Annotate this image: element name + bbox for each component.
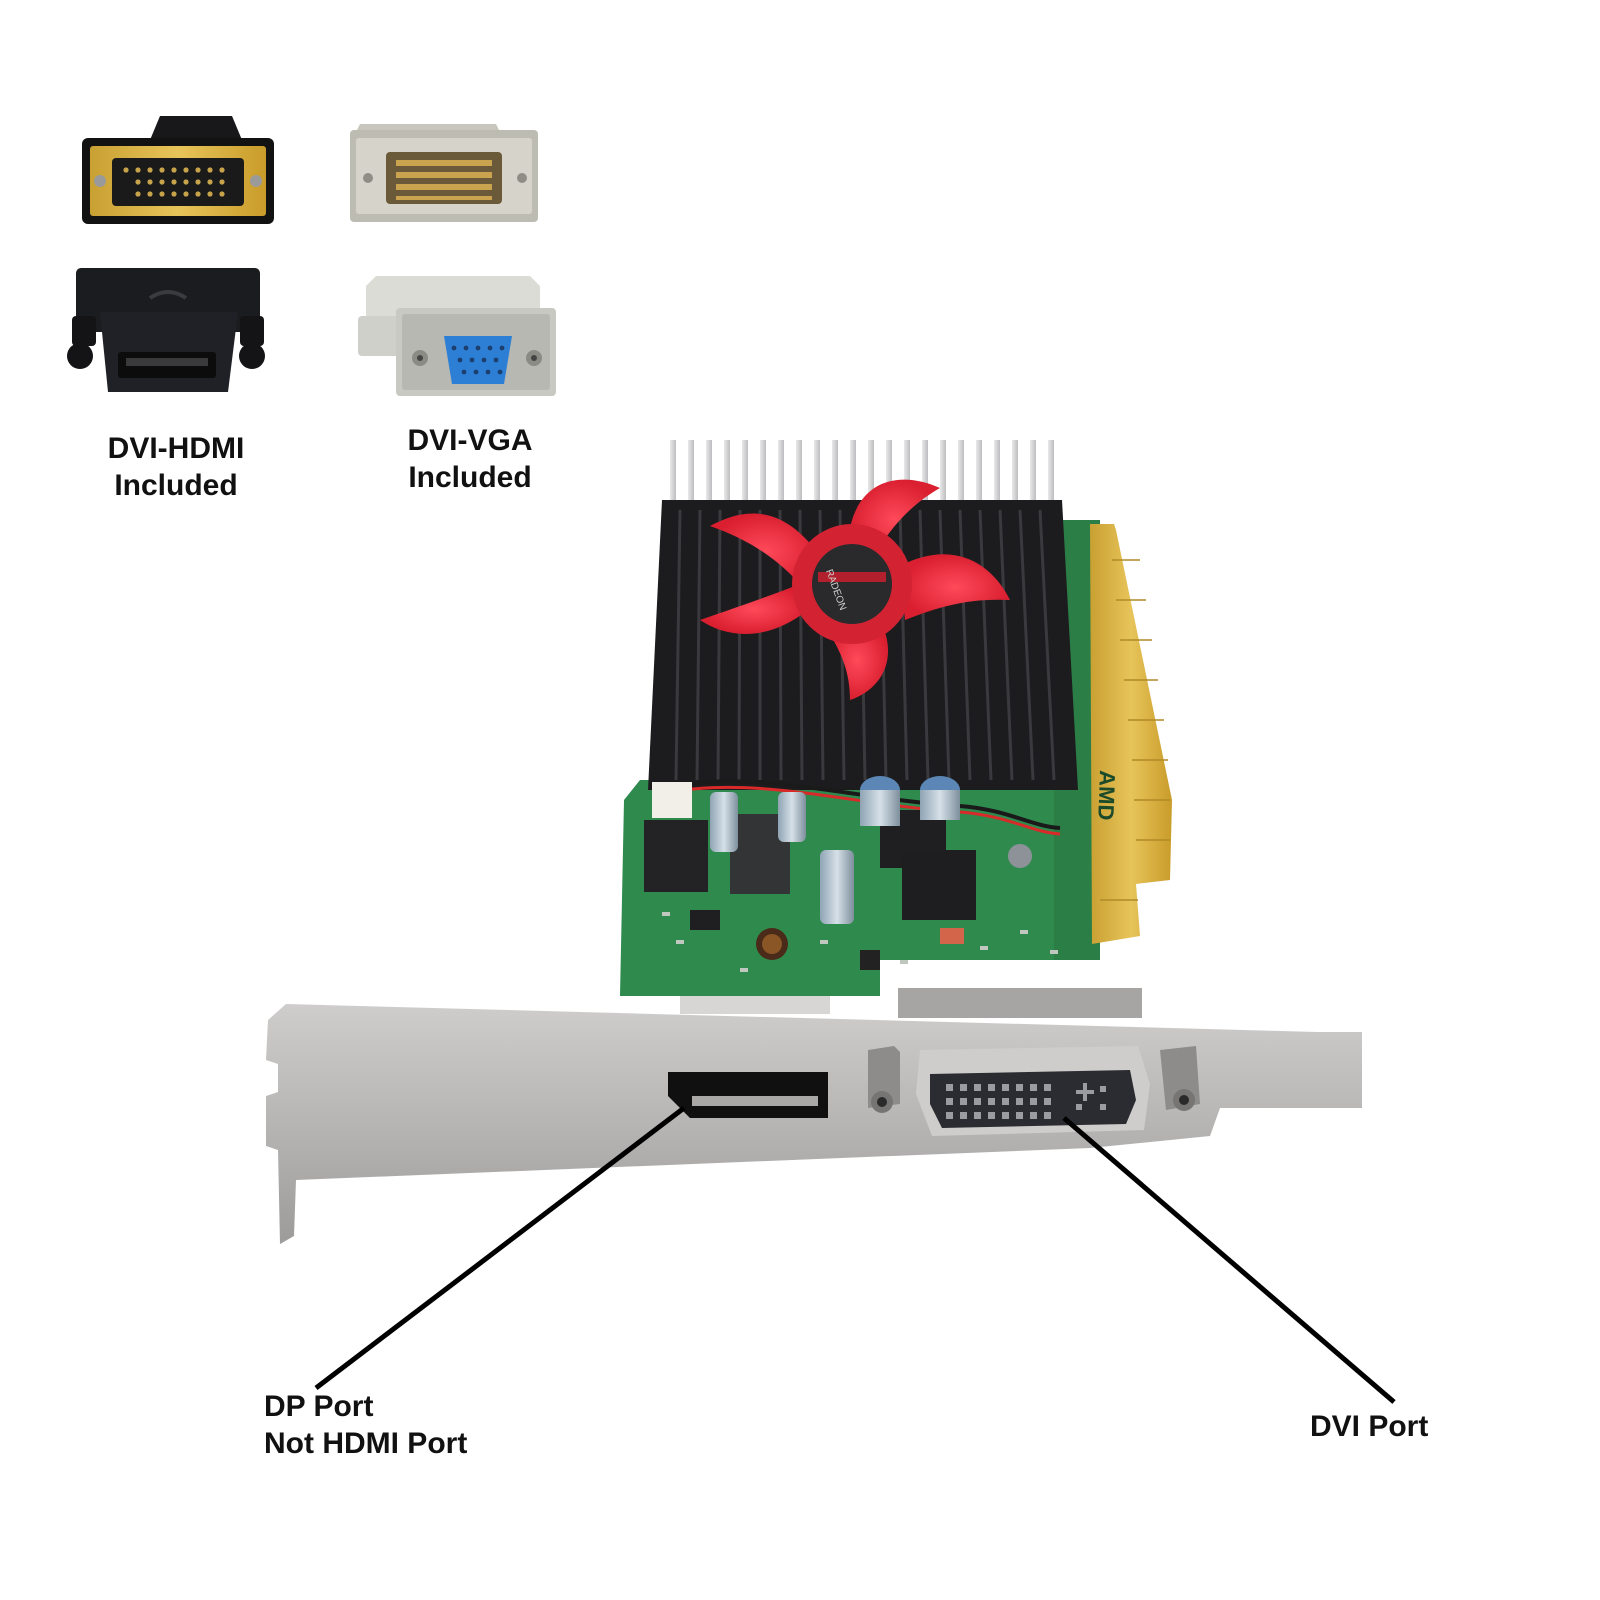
dvi-vga-adapter-top-icon (350, 124, 538, 222)
fan-wire (671, 779, 1061, 830)
heatsink-fins (670, 440, 1054, 510)
dp-port-label-line2: Not HDMI Port (264, 1427, 468, 1460)
dvi-vga-adapter-bottom-icon (358, 276, 556, 396)
dvi-callout-line (1062, 1116, 1396, 1404)
gold-contacts (1090, 524, 1172, 944)
pcie-bracket (266, 1004, 1362, 1244)
dvi-hdmi-adapter-bottom-icon (67, 268, 265, 392)
brand-mark: AMD (1093, 770, 1120, 821)
inductor (644, 820, 708, 892)
dvi-vga-label-line2: Included (408, 461, 532, 494)
fan-header (652, 782, 692, 818)
graphics-card: RADEON AMD (266, 440, 1362, 1244)
dvi-hdmi-label-line1: DVI-HDMI (107, 432, 245, 465)
fan-icon: RADEON (700, 479, 1010, 700)
dvi-hdmi-label-line2: Included (114, 469, 238, 502)
dvi-port (868, 1046, 1200, 1136)
dvi-port-callout-label: DVI Port (1310, 1408, 1428, 1445)
dp-port-label-line1: DP Port (264, 1390, 374, 1423)
dvi-hdmi-included-label: DVI-HDMI Included (96, 430, 256, 504)
dvi-vga-included-label: DVI-VGA Included (395, 422, 545, 496)
dvi-hdmi-adapter-top-icon (82, 116, 274, 224)
dvi-port-label: DVI Port (1310, 1410, 1429, 1443)
dvi-vga-label-line1: DVI-VGA (407, 424, 533, 457)
dp-callout-line (314, 1106, 686, 1390)
dp-port (668, 1072, 828, 1118)
dp-port-callout-label: DP Port Not HDMI Port (264, 1388, 467, 1462)
